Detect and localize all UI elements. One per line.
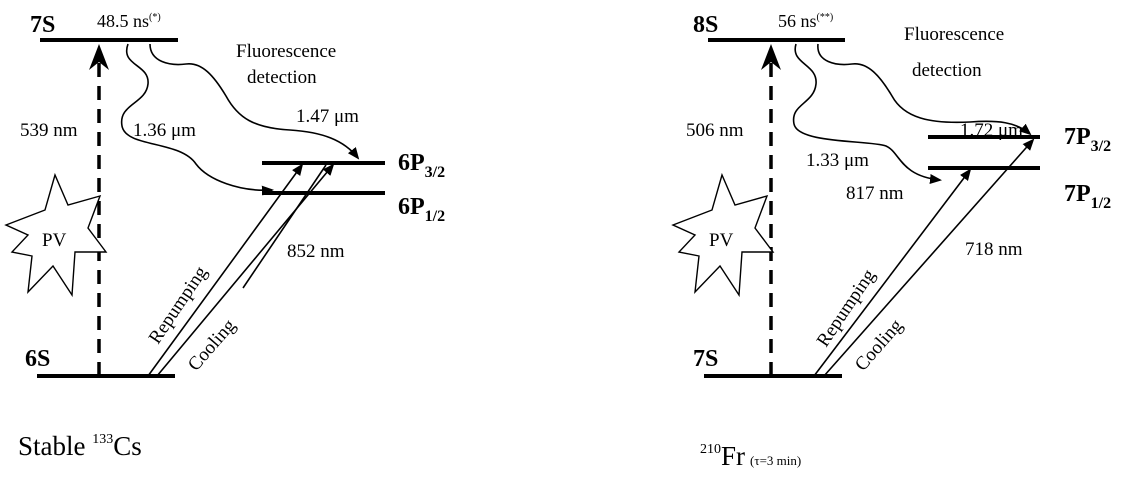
cs-repumping-arrow [147,163,304,377]
cs-6p12-label: 6P1/2 [398,194,445,225]
fr-pv-star-icon [671,172,775,298]
fr-detection-label: detection [912,60,982,81]
fr-8s-label: 8S [693,12,718,38]
fr-decay-1.72um-arrow [817,43,1032,136]
fr-cooling-arrow [823,138,1035,377]
cs-539nm-label: 539 nm [20,120,78,141]
cs-cooling-label: Cooling [184,315,240,375]
fr-pv-label: PV [709,230,734,251]
cs-6s-label: 6S [25,346,50,372]
fr-718nm-label: 718 nm [965,239,1023,260]
fr-decay-1.33um-arrow [792,43,942,184]
cs-7s-label: 7S [30,12,55,38]
cs-6p32-label: 6P3/2 [398,150,445,181]
cs-detection-label: detection [247,67,317,88]
fr-1.72um-label: 1.72 μm [960,120,1023,141]
fr-817nm-label: 817 nm [846,183,904,204]
fr-lifetime: 56 ns(**) [778,11,833,31]
fr-506nm-label: 506 nm [686,120,744,141]
cs-pv-star-icon [4,172,108,298]
cs-fluorescence-label: Fluorescence [236,41,336,62]
cs-decay-1.36um-arrow [120,43,274,196]
fr-7p32-label: 7P3/2 [1064,124,1111,155]
fr-7s-label: 7S [693,346,718,372]
fr-repumping-arrow [813,168,972,377]
fr-repumping-label: Repumping [813,265,880,351]
cs-lifetime: 48.5 ns(*) [97,11,161,31]
cs-decay-1.47um-arrow [149,43,360,160]
fr-fluorescence-label: Fluorescence [904,24,1004,45]
cs-1.36um-label: 1.36 μm [133,120,196,141]
fr-7p12-label: 7P1/2 [1064,181,1111,212]
fr-diagram: 8S 7S 7P3/2 7P1/2 56 ns(**) 506 nm PV 1.… [671,11,1111,471]
fr-cooling-label: Cooling [851,315,907,375]
cs-852nm-label: 852 nm [287,241,345,262]
cs-diagram: 7S 6S 6P3/2 6P1/2 48.5 ns(*) 539 nm PV 1… [4,11,445,461]
cs-1.47um-label: 1.47 μm [296,106,359,127]
cs-title: Stable 133Cs [18,431,142,461]
fr-pv-arrowhead [761,44,781,70]
cs-cooling-arrow [156,163,335,377]
fr-1.33um-label: 1.33 μm [806,150,869,171]
cs-repumping-guide [242,164,327,289]
cs-pv-arrowhead [89,44,109,70]
cs-pv-label: PV [42,230,67,251]
fr-title: 210Fr(τ=3 min) [700,441,801,471]
